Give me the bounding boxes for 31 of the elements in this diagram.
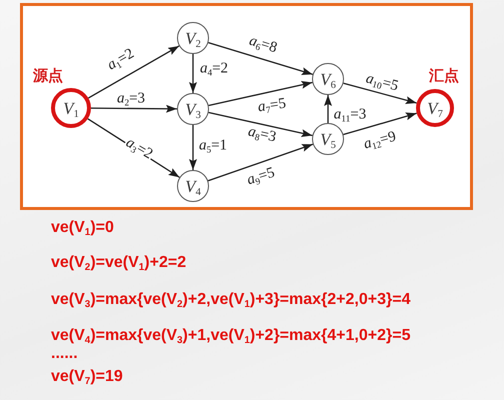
vertex-circle: V$_{4}$ [177, 170, 209, 202]
arrow [189, 54, 197, 93]
formula-text: ve(V$_{3}$)=max{ve(V$_{2}$)+2,ve(V$_{1}$)+3}=max{2+2,0+3}=4 [51, 292, 410, 308]
edge-label: a$_{11}$=3 [332, 108, 368, 122]
arrow [324, 95, 332, 123]
arrow [343, 112, 417, 136]
arrow [208, 80, 313, 106]
graph-frame [20, 3, 473, 210]
vertex-circle: V$_{6}$ [312, 63, 344, 95]
formula-text: ve(V$_{1}$)=0 [51, 220, 114, 236]
arrow [189, 125, 197, 170]
arrow [208, 112, 313, 138]
vertex-caption: 源点 [33, 68, 63, 84]
arrow [343, 82, 417, 104]
vertex-circle: V$_{2}$ [177, 22, 209, 54]
formula-text: ve(V$_{7}$)=19 [51, 369, 123, 385]
arrow [208, 42, 313, 75]
vertex-circle: V$_{1}$ [51, 88, 91, 128]
ellipsis-text: ...... [51, 346, 78, 362]
vertex-circle: V$_{7}$ [416, 89, 454, 127]
edge-label: a$_{2}$=3 [116, 92, 146, 106]
formula-text: ve(V$_{4}$)=max{ve(V$_{3}$)+1,ve(V$_{1}$)+2}=max{4+1,0+2}=5 [51, 328, 410, 344]
arrow [91, 104, 177, 113]
vertex-circle: V$_{5}$ [312, 123, 344, 155]
vertex-caption: 汇点 [429, 68, 459, 84]
formula-text: ve(V$_{2}$)=ve(V$_{1}$)+2=2 [51, 255, 186, 271]
edge-label: a$_{4}$=2 [198, 62, 230, 76]
arrow [208, 144, 314, 182]
arrow [88, 45, 180, 99]
edge-label: a$_{5}$=1 [198, 138, 228, 154]
vertex-circle: V$_{3}$ [177, 93, 209, 125]
